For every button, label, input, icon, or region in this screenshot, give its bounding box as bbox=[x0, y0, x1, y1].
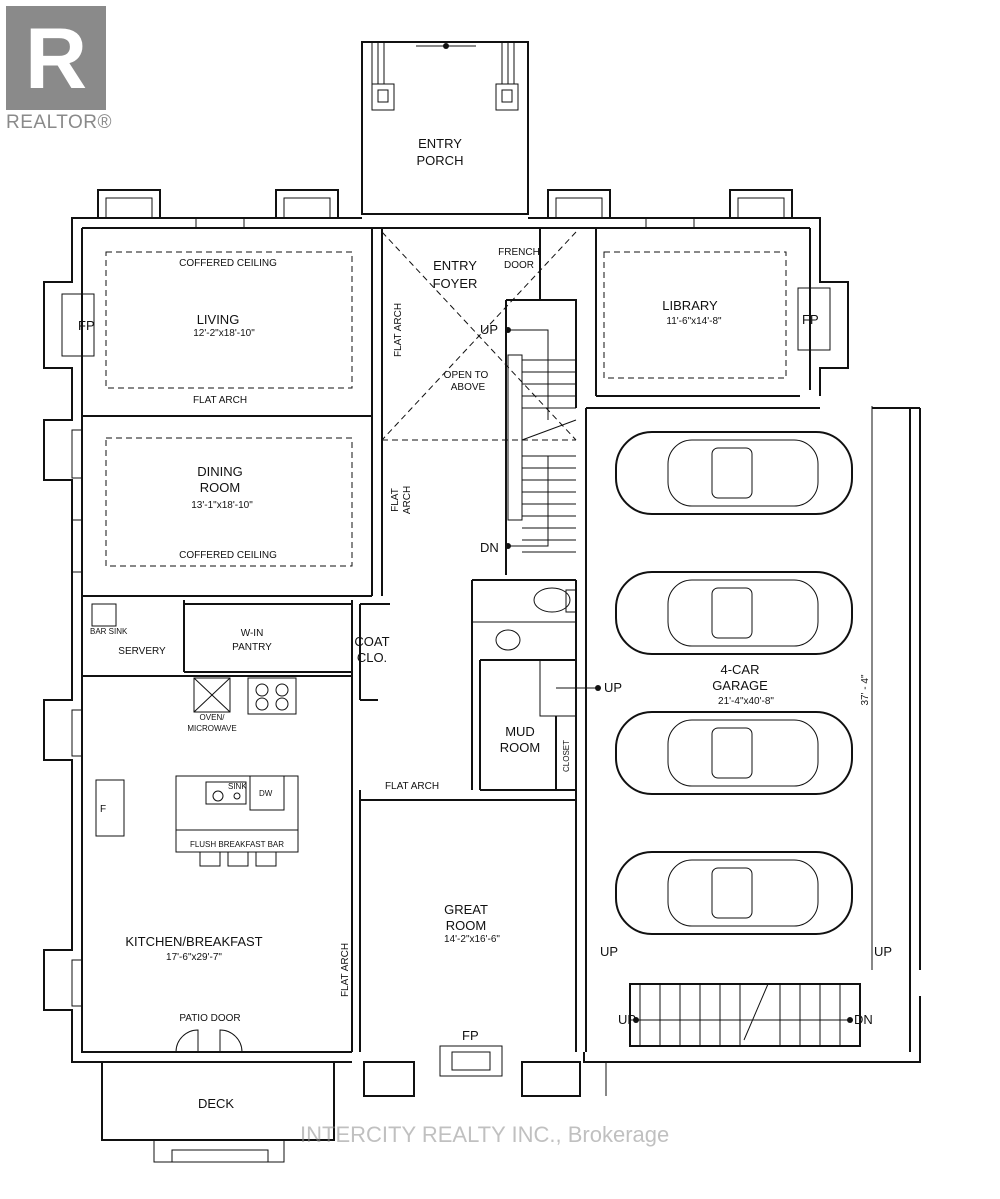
oven-label-2: MICROWAVE bbox=[187, 724, 236, 733]
dining-name-1: DINING bbox=[197, 464, 243, 479]
coat-closet-label-2: CLO. bbox=[357, 650, 387, 665]
up-mud-stair: UP bbox=[604, 680, 622, 695]
dn-main-stair: DN bbox=[480, 540, 499, 555]
fp-library: FP bbox=[802, 312, 819, 327]
open-to-above-1: OPEN TO bbox=[444, 370, 489, 381]
registered-mark: ® bbox=[97, 112, 112, 133]
sink-label: SINK bbox=[228, 782, 247, 791]
deck-label: DECK bbox=[198, 1096, 234, 1111]
exterior-walls bbox=[43, 189, 921, 1063]
flat-arch-dining-2: ARCH bbox=[402, 486, 413, 514]
main-staircase bbox=[505, 327, 577, 553]
fridge-label: F bbox=[100, 804, 106, 815]
great-room-size: 14'-2"x16'-6" bbox=[444, 934, 500, 945]
garage-name-1: 4-CAR bbox=[720, 662, 759, 677]
bar-sink-label: BAR SINK bbox=[90, 627, 128, 636]
fp-living: FP bbox=[78, 318, 95, 333]
living-coffered-outline bbox=[105, 251, 353, 389]
flat-arch-kitchen: FLAT ARCH bbox=[340, 943, 351, 997]
living-name: LIVING bbox=[197, 312, 240, 327]
mud-room-1: MUD bbox=[505, 724, 535, 739]
car-3 bbox=[615, 711, 853, 795]
great-room-name-2: ROOM bbox=[446, 918, 486, 933]
up-main-stair: UP bbox=[480, 322, 498, 337]
realtor-wordmark: REALTOR® bbox=[6, 112, 112, 134]
entry-porch-label-2: PORCH bbox=[417, 153, 464, 168]
garage-name-2: GARAGE bbox=[712, 678, 768, 693]
dining-name-2: ROOM bbox=[200, 480, 240, 495]
mud-room-stair bbox=[539, 659, 601, 717]
closet-label: CLOSET bbox=[562, 740, 571, 772]
car-4 bbox=[615, 851, 853, 935]
dishwasher-label: DW bbox=[259, 789, 273, 798]
realtor-logo-letter: R bbox=[25, 11, 87, 107]
mud-room-2: ROOM bbox=[500, 740, 540, 755]
realtor-name: REALTOR bbox=[6, 112, 98, 133]
watermark: INTERCITY REALTY INC., Brokerage bbox=[300, 1122, 670, 1147]
car-2 bbox=[615, 571, 853, 655]
entry-porch-label-1: ENTRY bbox=[418, 136, 462, 151]
garage-cars bbox=[615, 406, 873, 970]
car-1 bbox=[615, 431, 853, 515]
kitchen-fixtures bbox=[91, 603, 299, 867]
realtor-logo: R bbox=[6, 6, 106, 110]
french-door-label-2: DOOR bbox=[504, 260, 534, 271]
dining-ceiling-label: COFFERED CEILING bbox=[179, 550, 277, 561]
kitchen-name: KITCHEN/BREAKFAST bbox=[125, 934, 262, 949]
garage-dimension: 37' - 4" bbox=[860, 674, 871, 705]
library-name: LIBRARY bbox=[662, 298, 718, 313]
flat-arch-foyer: FLAT ARCH bbox=[393, 303, 404, 357]
great-room-name-1: GREAT bbox=[444, 902, 488, 917]
dining-size: 13'-1"x18'-10" bbox=[191, 500, 253, 511]
french-door-label-1: FRENCH bbox=[498, 247, 540, 258]
interior-walls bbox=[82, 228, 800, 1052]
coat-closet-label-1: COAT bbox=[354, 634, 389, 649]
up-basement: UP bbox=[618, 1012, 636, 1027]
garage-size: 21'-4"x40'-8" bbox=[718, 696, 774, 707]
basement-stair bbox=[629, 983, 861, 1047]
library-outline bbox=[603, 251, 787, 379]
open-to-above-lines bbox=[381, 231, 577, 441]
flat-arch-great: FLAT ARCH bbox=[385, 781, 439, 792]
patio-door-label: PATIO DOOR bbox=[179, 1013, 240, 1024]
entry-porch bbox=[361, 41, 529, 215]
breakfast-bar-label: FLUSH BREAKFAST BAR bbox=[190, 840, 284, 849]
servery-label: SERVERY bbox=[118, 646, 166, 657]
library-size: 11'-6"x14'-8" bbox=[666, 316, 722, 327]
deck bbox=[101, 1029, 607, 1163]
flat-arch-dining-1: FLAT bbox=[390, 488, 401, 512]
open-to-above-2: ABOVE bbox=[451, 382, 486, 393]
living-size: 12'-2"x18'-10" bbox=[193, 328, 255, 339]
powder-room-fixtures bbox=[495, 587, 577, 651]
entry-foyer-label-1: ENTRY bbox=[433, 258, 477, 273]
fireplaces bbox=[61, 287, 831, 1077]
pantry-label-1: W-IN bbox=[241, 628, 264, 639]
up-garage-right: UP bbox=[874, 944, 892, 959]
dn-basement: DN bbox=[854, 1012, 873, 1027]
flat-arch-living: FLAT ARCH bbox=[193, 395, 247, 406]
kitchen-size: 17'-6"x29'-7" bbox=[166, 952, 222, 963]
pantry-label-2: PANTRY bbox=[232, 642, 272, 653]
entry-foyer-label-2: FOYER bbox=[433, 276, 478, 291]
up-garage-left: UP bbox=[600, 944, 618, 959]
dining-coffered-outline bbox=[105, 437, 353, 567]
fp-great-room: FP bbox=[462, 1028, 479, 1043]
oven-label-1: OVEN/ bbox=[200, 713, 226, 722]
living-ceiling-label: COFFERED CEILING bbox=[179, 258, 277, 269]
